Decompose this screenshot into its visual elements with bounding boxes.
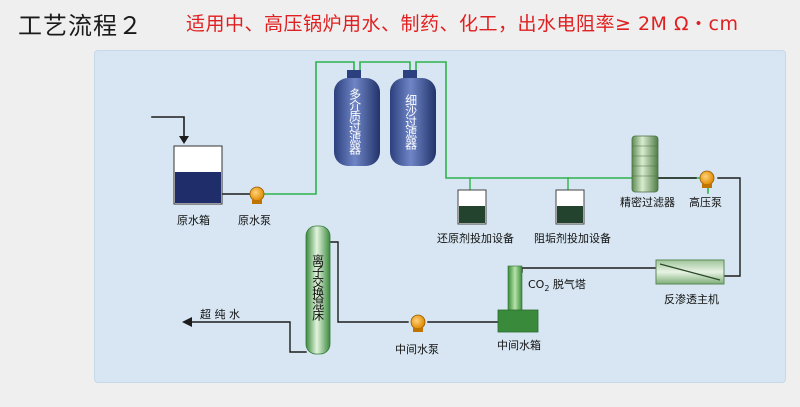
ion-exchange-bed [305,225,331,355]
fine-sand-filter [390,70,436,166]
intermediate-tank-label: 中间水箱 [497,339,541,352]
intermediate-pump-label: 中间水泵 [395,343,439,356]
antiscalant-dosing-label: 阻垢剂投加设备 [534,232,611,245]
high-pressure-pump [699,170,715,188]
intermediate-tank [497,309,539,333]
ion-exchange-bed-label: 离子交换混床 [310,254,325,320]
multimedia-filter [334,70,380,166]
precision-filter [631,135,659,193]
reductant-dosing-device [457,189,487,225]
raw-water-tank [173,145,223,205]
high-pressure-pump-label: 高压泵 [689,196,722,209]
co2-degassing-tower [507,265,523,313]
raw-water-pump [249,186,265,204]
raw-water-tank-label: 原水箱 [177,214,210,227]
reductant-dosing-label: 还原剂投加设备 [437,232,514,245]
raw-water-pump-label: 原水泵 [238,214,271,227]
fine-sand-filter-label: 细沙过滤器 [403,94,418,149]
intermediate-pump [410,314,426,332]
ro-unit-label: 反渗透主机 [664,293,719,306]
ro-unit [655,259,725,285]
multimedia-filter-label: 多介质过滤器 [347,88,362,154]
antiscalant-dosing-device [555,189,585,225]
diagram-panel [94,50,786,383]
precision-filter-label: 精密过滤器 [620,196,675,209]
co2-tower-label: CO2 脱气塔 [528,278,586,294]
ultrapure-water-label: 超 纯 水 [200,308,240,321]
page-title: 工艺流程２ [18,12,143,40]
inlet-arrow-icon [179,136,189,144]
page-subtitle: 适用中、高压锅炉用水、制药、化工，出水电阻率≥ 2M Ω・cm [186,13,739,35]
outlet-arrow-icon [182,317,192,327]
